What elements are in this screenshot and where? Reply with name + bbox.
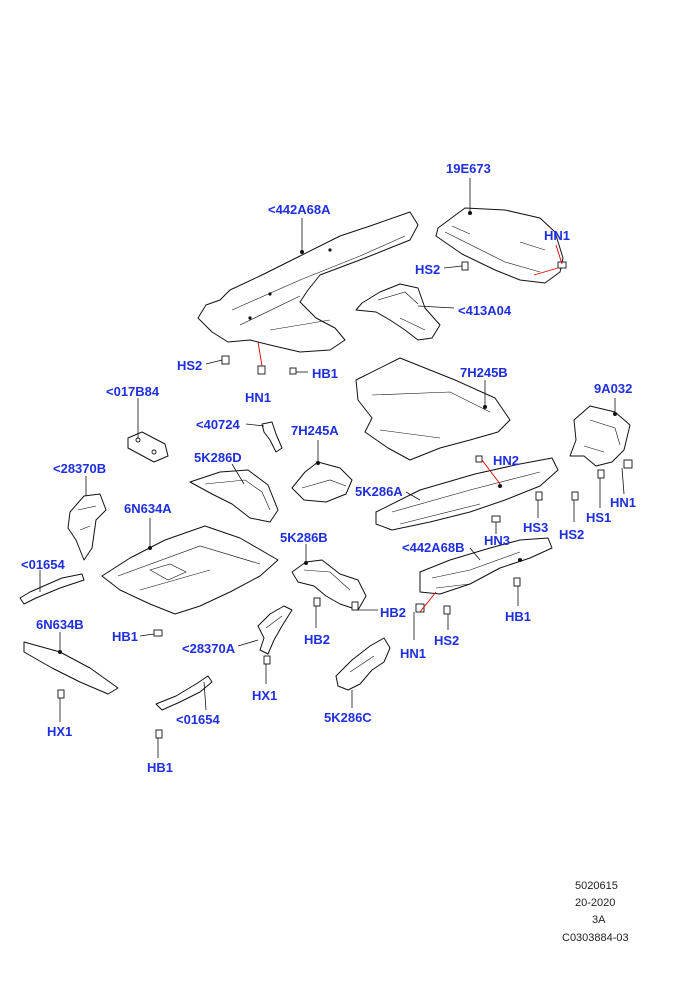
callout-hs1[interactable]: HS1 [586, 510, 612, 525]
callout-6n634b[interactable]: 6N634B [36, 617, 84, 632]
illustration-number: 5020615 [575, 880, 618, 892]
callout-hn3[interactable]: HN3 [484, 533, 511, 548]
callout-hn1[interactable]: HN1 [400, 646, 427, 661]
part-5k286c [335, 637, 391, 691]
callout-9a032[interactable]: 9A032 [594, 381, 633, 396]
callout-hb1[interactable]: HB1 [312, 366, 339, 381]
callout-5k286c[interactable]: 5K286C [324, 710, 372, 725]
callout-017b84[interactable]: <017B84 [106, 384, 160, 399]
callout-hx1[interactable]: HX1 [47, 724, 73, 739]
callout-5k286d[interactable]: 5K286D [194, 450, 242, 465]
callout-01654[interactable]: <01654 [21, 557, 65, 572]
leader-lines [39, 178, 625, 758]
callout-413a04[interactable]: <413A04 [458, 303, 512, 318]
part-01654-a [19, 573, 85, 605]
part-413a04 [355, 283, 441, 341]
callout-28370a[interactable]: <28370A [182, 641, 236, 656]
callout-7h245a[interactable]: 7H245A [291, 423, 339, 438]
callout-hb1[interactable]: HB1 [505, 609, 532, 624]
callout-5k286a[interactable]: 5K286A [355, 484, 403, 499]
callout-40724[interactable]: <40724 [196, 417, 240, 432]
callout-hb2[interactable]: HB2 [380, 605, 407, 620]
part-40724 [261, 421, 283, 453]
callout-hs3[interactable]: HS3 [523, 520, 549, 535]
callout-28370b[interactable]: <28370B [53, 461, 107, 476]
callout-01654[interactable]: <01654 [176, 712, 220, 727]
callout-5k286b[interactable]: 5K286B [280, 530, 328, 545]
part-017b84 [127, 431, 169, 463]
callout-hb1[interactable]: HB1 [147, 760, 174, 775]
callout-hn1[interactable]: HN1 [245, 390, 272, 405]
part-01654-b [155, 675, 213, 711]
callout-hs2[interactable]: HS2 [559, 527, 585, 542]
callout-hn1[interactable]: HN1 [544, 228, 571, 243]
callout-hs2[interactable]: HS2 [177, 358, 203, 373]
part-5k286d [189, 469, 279, 523]
revision-code: 3A [592, 914, 606, 926]
part-19e673 [435, 207, 564, 284]
callout-hs2[interactable]: HS2 [415, 262, 441, 277]
callout-442a68a[interactable]: <442A68A [268, 202, 331, 217]
callout-6n634a[interactable]: 6N634A [124, 501, 172, 516]
part-7h245a [291, 461, 353, 503]
catalog-reference: C0303884-03 [562, 932, 629, 944]
callout-hx1[interactable]: HX1 [252, 688, 278, 703]
date-code: 20-2020 [575, 897, 616, 909]
callout-442a68b[interactable]: <442A68B [402, 540, 465, 555]
part-5k286a [375, 457, 559, 531]
part-9a032 [569, 405, 631, 467]
callout-hn1[interactable]: HN1 [610, 495, 637, 510]
part-7h245b [355, 357, 511, 461]
part-6n634b [23, 641, 119, 695]
part-28370a [257, 605, 293, 655]
callout-hs2[interactable]: HS2 [434, 633, 460, 648]
part-6n634a [101, 525, 279, 615]
callout-hn2[interactable]: HN2 [493, 453, 520, 468]
part-28370b [67, 493, 107, 561]
part-442a68a [197, 211, 419, 353]
callout-7h245b[interactable]: 7H245B [460, 365, 508, 380]
fasteners [57, 261, 633, 739]
callout-19e673[interactable]: 19E673 [446, 161, 491, 176]
part-442a68b [419, 537, 553, 595]
part-5k286b [291, 559, 367, 611]
callout-hb1[interactable]: HB1 [112, 629, 139, 644]
callout-hb2[interactable]: HB2 [304, 632, 331, 647]
